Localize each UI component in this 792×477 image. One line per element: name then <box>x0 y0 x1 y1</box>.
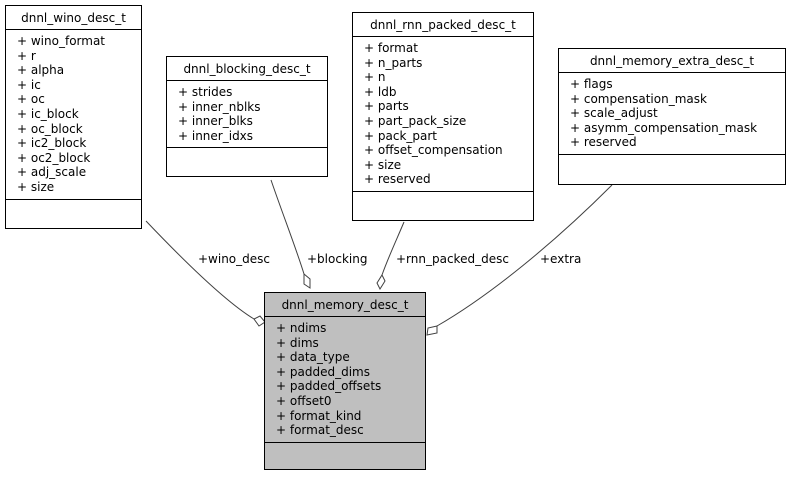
attribute-item: + format <box>364 41 418 55</box>
class-box-rnn-packed-desc[interactable]: dnnl_rnn_packed_desc_t + format + n_part… <box>352 12 534 221</box>
edge-label-wino-desc: +wino_desc <box>198 252 270 266</box>
class-title: dnnl_rnn_packed_desc_t <box>353 13 533 37</box>
attribute-item: + n <box>364 70 386 85</box>
attribute-item: + oc2_block <box>17 150 91 165</box>
class-title: dnnl_wino_desc_t <box>6 6 141 30</box>
attribute-item: + format_kind <box>276 408 362 423</box>
class-box-memory-extra-desc[interactable]: dnnl_memory_extra_desc_t + flags + compe… <box>558 48 786 185</box>
edge-blocking <box>270 179 305 275</box>
edge-label-blocking: +blocking <box>307 252 368 266</box>
attribute-item: + data_type <box>276 350 350 365</box>
attribute-item: + part_pack_size <box>364 113 467 128</box>
attribute-item: + flags <box>570 77 613 91</box>
attribute-item: + r <box>17 48 36 63</box>
aggregation-diamond-blocking <box>303 272 311 289</box>
attribute-item: + parts <box>364 99 409 114</box>
edge-rnn-packed-desc <box>381 221 405 276</box>
class-title: dnnl_memory_desc_t <box>265 293 425 317</box>
attribute-item: + oc_block <box>17 121 83 136</box>
attribute-item: + strides <box>178 85 233 99</box>
class-attributes: + flags + compensation_mask + scale_adju… <box>559 73 785 155</box>
attribute-item: + dims <box>276 335 319 350</box>
class-title: dnnl_blocking_desc_t <box>167 57 327 81</box>
edge-label-rnn-packed-desc: +rnn_packed_desc <box>396 252 509 266</box>
class-box-wino-desc[interactable]: dnnl_wino_desc_t + wino_format + r + alp… <box>5 5 142 229</box>
class-attributes: + ndims + dims + data_type + padded_dims… <box>265 317 425 443</box>
attribute-item: + reserved <box>570 135 637 150</box>
attribute-item: + format_desc <box>276 423 364 438</box>
attribute-item: + oc <box>17 92 45 107</box>
class-attributes: + format + n_parts + n + ldb + parts + p… <box>353 37 533 192</box>
attribute-item: + inner_idxs <box>178 128 254 143</box>
attribute-item: + size <box>364 157 402 172</box>
attribute-item: + ndims <box>276 321 327 335</box>
attribute-item: + wino_format <box>17 34 106 48</box>
attribute-item: + scale_adjust <box>570 106 658 121</box>
attribute-item: + offset_compensation <box>364 143 503 158</box>
attribute-item: + compensation_mask <box>570 91 707 106</box>
class-title: dnnl_memory_extra_desc_t <box>559 49 785 73</box>
attribute-item: + padded_dims <box>276 364 370 379</box>
aggregation-diamond-extra <box>426 325 438 336</box>
edge-extra <box>436 184 613 327</box>
attribute-item: + inner_blks <box>178 114 253 129</box>
aggregation-diamond-rnn <box>376 273 386 291</box>
attribute-item: + ldb <box>364 84 397 99</box>
attribute-item: + alpha <box>17 63 65 78</box>
attribute-item: + offset0 <box>276 393 332 408</box>
attribute-item: + asymm_compensation_mask <box>570 120 758 135</box>
class-box-memory-desc[interactable]: dnnl_memory_desc_t + ndims + dims + data… <box>264 292 426 470</box>
class-attributes: + strides + inner_nblks + inner_blks + i… <box>167 81 327 149</box>
class-box-blocking-desc[interactable]: dnnl_blocking_desc_t + strides + inner_n… <box>166 56 328 177</box>
attribute-item: + padded_offsets <box>276 379 382 394</box>
attribute-item: + ic2_block <box>17 136 87 151</box>
attribute-item: + adj_scale <box>17 165 87 180</box>
attribute-item: + inner_nblks <box>178 99 261 114</box>
attribute-item: + reserved <box>364 172 431 187</box>
edge-wino-desc <box>145 220 255 320</box>
attribute-item: + size <box>17 179 55 194</box>
attribute-item: + pack_part <box>364 128 437 143</box>
attribute-item: + n_parts <box>364 55 423 70</box>
attribute-item: + ic_block <box>17 106 79 121</box>
class-attributes: + wino_format + r + alpha + ic + oc + ic… <box>6 30 141 200</box>
attribute-item: + ic <box>17 77 41 92</box>
edge-label-extra: +extra <box>540 252 582 266</box>
